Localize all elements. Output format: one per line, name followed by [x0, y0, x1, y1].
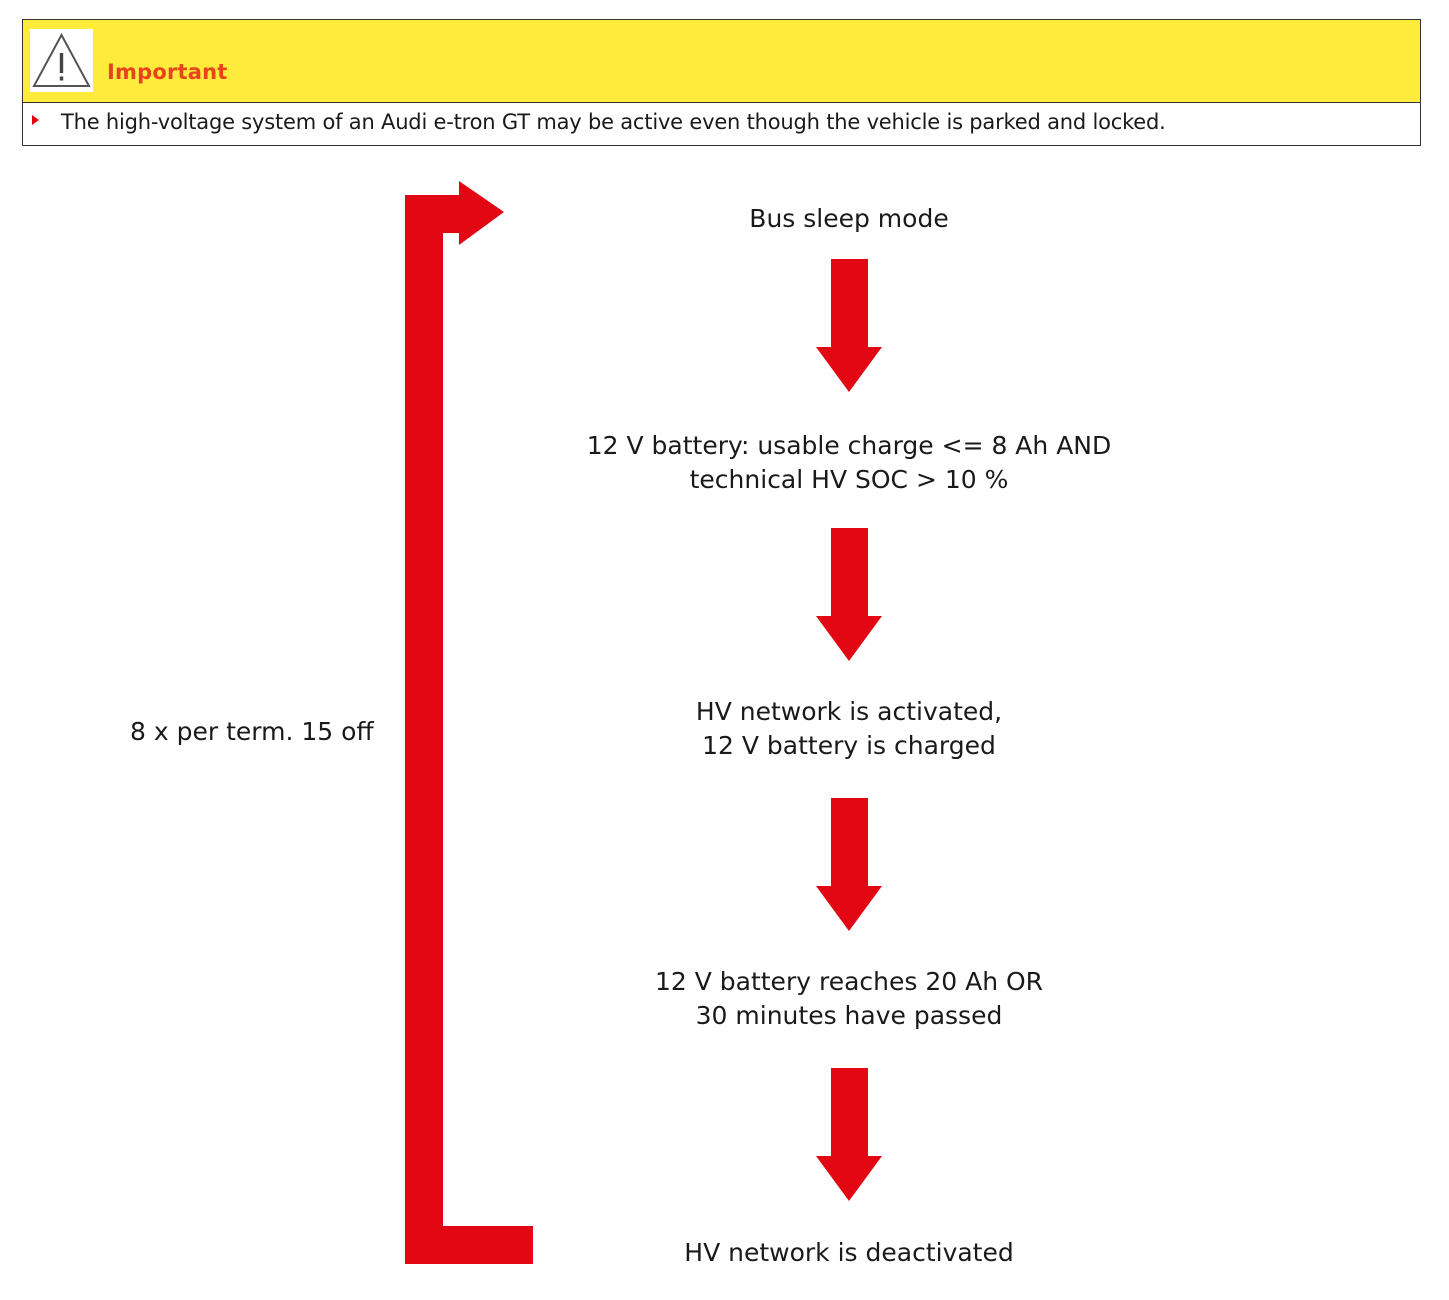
step-hv-deactivated: HV network is deactivated — [684, 1236, 1013, 1270]
down-arrow-2 — [816, 528, 882, 661]
loop-label: 8 x per term. 15 off — [130, 717, 374, 746]
notice-text: The high-voltage system of an Audi e-tro… — [61, 110, 1166, 134]
step-line: Bus sleep mode — [749, 204, 949, 233]
step-charge-complete: 12 V battery reaches 20 Ah OR 30 minutes… — [655, 965, 1043, 1033]
step-line: 12 V battery is charged — [702, 731, 996, 760]
notice-item: The high-voltage system of an Audi e-tro… — [23, 103, 1420, 145]
step-line: HV network is activated, — [695, 697, 1003, 726]
step-line: 12 V battery: usable charge <= 8 Ah AND — [586, 431, 1112, 460]
down-arrow-3 — [816, 798, 882, 931]
step-bus-sleep-mode: Bus sleep mode — [749, 202, 948, 236]
down-arrow-1 — [816, 259, 882, 392]
step-battery-condition: 12 V battery: usable charge <= 8 Ah AND … — [587, 429, 1112, 497]
step-line: HV network is deactivated — [684, 1238, 1014, 1267]
notice-header: Important — [23, 20, 1420, 103]
warning-triangle-icon — [30, 29, 93, 92]
step-hv-activated: HV network is activated, 12 V battery is… — [696, 695, 1002, 763]
notice-title: Important — [107, 60, 228, 84]
important-notice: Important The high-voltage system of an … — [22, 19, 1421, 146]
down-arrow-4 — [816, 1068, 882, 1201]
step-line: 30 minutes have passed — [695, 1001, 1003, 1030]
loop-return-arrow — [405, 181, 504, 1226]
bullet-triangle-icon — [32, 115, 39, 125]
step-line: 12 V battery reaches 20 Ah OR — [654, 967, 1044, 996]
step-line: technical HV SOC > 10 % — [689, 465, 1009, 494]
